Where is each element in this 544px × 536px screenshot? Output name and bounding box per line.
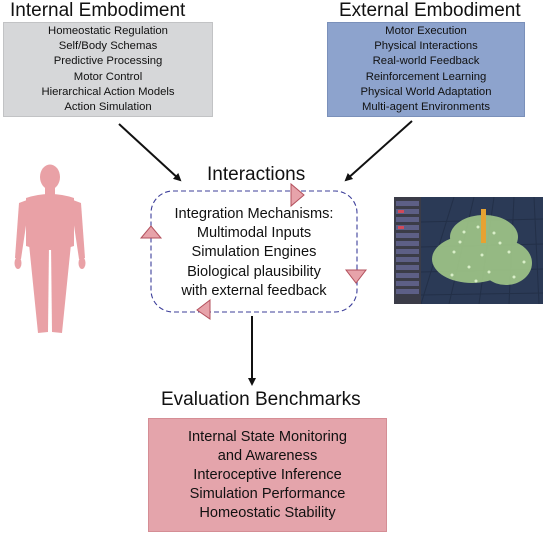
internal-item: Hierarchical Action Models [41, 85, 175, 98]
external-embodiment-title: External Embodiment [339, 0, 521, 21]
evaluation-benchmarks-title: Evaluation Benchmarks [161, 389, 361, 410]
integration-line: Integration Mechanisms: [174, 206, 334, 222]
integration-line: Simulation Engines [191, 244, 317, 261]
3d-simulation-screenshot [394, 197, 543, 304]
arrow-external-to-interactions [344, 120, 413, 182]
integration-line: with external feedback [181, 282, 327, 299]
interactions-title: Interactions [207, 164, 306, 185]
benchmark-item: and Awareness [217, 447, 318, 464]
internal-item: Motor Control [73, 70, 143, 83]
external-embodiment-box: Motor Execution Physical Interactions Re… [327, 22, 525, 117]
benchmark-item: Homeostatic Stability [199, 504, 336, 521]
internal-item: Action Simulation [64, 101, 152, 114]
loop-marker-top [290, 182, 305, 208]
loop-marker-right [344, 269, 368, 284]
external-item: Real-world Feedback [372, 55, 480, 68]
internal-embodiment-box: Homeostatic Regulation Self/Body Schemas… [3, 22, 213, 117]
integration-line: Biological plausibility [187, 263, 321, 280]
loop-marker-bottom [196, 298, 211, 320]
internal-embodiment-title: Internal Embodiment [10, 0, 186, 21]
integration-mechanisms-text: Integration Mechanisms: Multimodal Input… [160, 205, 348, 301]
benchmark-item: Interoceptive Inference [193, 466, 342, 483]
arrow-internal-to-interactions [118, 123, 182, 182]
benchmark-item: Internal State Monitoring [188, 428, 347, 445]
external-item: Physical Interactions [374, 39, 478, 52]
internal-item: Homeostatic Regulation [48, 24, 168, 37]
external-item: Motor Execution [385, 24, 467, 37]
external-item: Physical World Adaptation [360, 85, 492, 98]
human-body-figure-icon [14, 164, 86, 333]
evaluation-benchmarks-box: Internal State Monitoring and Awareness … [148, 418, 387, 532]
internal-item: Self/Body Schemas [58, 39, 158, 52]
external-item: Reinforcement Learning [365, 70, 487, 83]
loop-marker-left [139, 225, 163, 239]
benchmark-item: Simulation Performance [189, 485, 346, 502]
interactions-loop [150, 190, 358, 313]
integration-line: Multimodal Inputs [196, 225, 312, 242]
internal-item: Predictive Processing [53, 55, 163, 68]
external-item: Multi-agent Environments [361, 101, 491, 114]
